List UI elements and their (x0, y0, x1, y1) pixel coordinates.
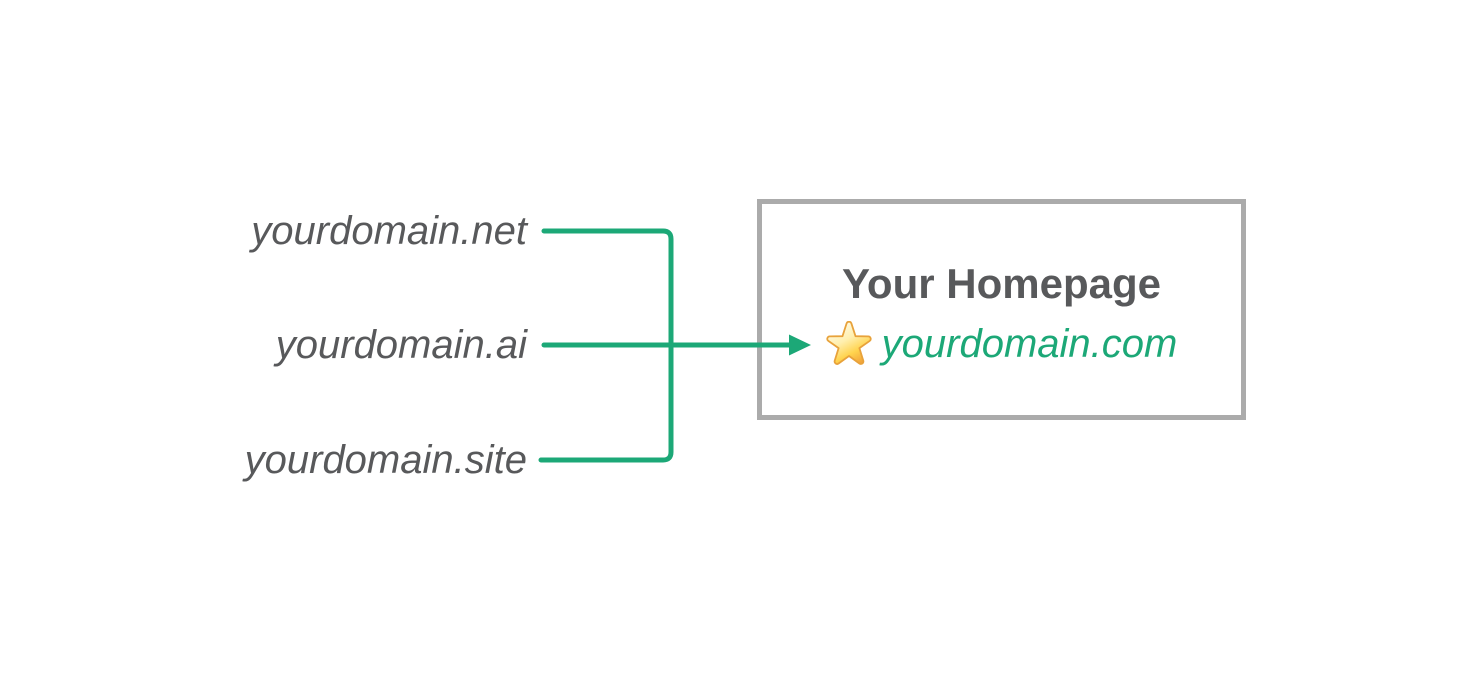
domain-label-ai: yourdomain.ai (275, 323, 527, 367)
homepage-box: Your Homepage yourdomain.com (757, 199, 1246, 420)
domain-label-net: yourdomain.net (251, 209, 527, 253)
domain-label-site: yourdomain.site (244, 438, 527, 482)
primary-domain-row: yourdomain.com (826, 320, 1178, 367)
homepage-title: Your Homepage (842, 259, 1161, 307)
primary-domain-text: yourdomain.com (881, 321, 1178, 366)
star-icon (826, 320, 872, 367)
